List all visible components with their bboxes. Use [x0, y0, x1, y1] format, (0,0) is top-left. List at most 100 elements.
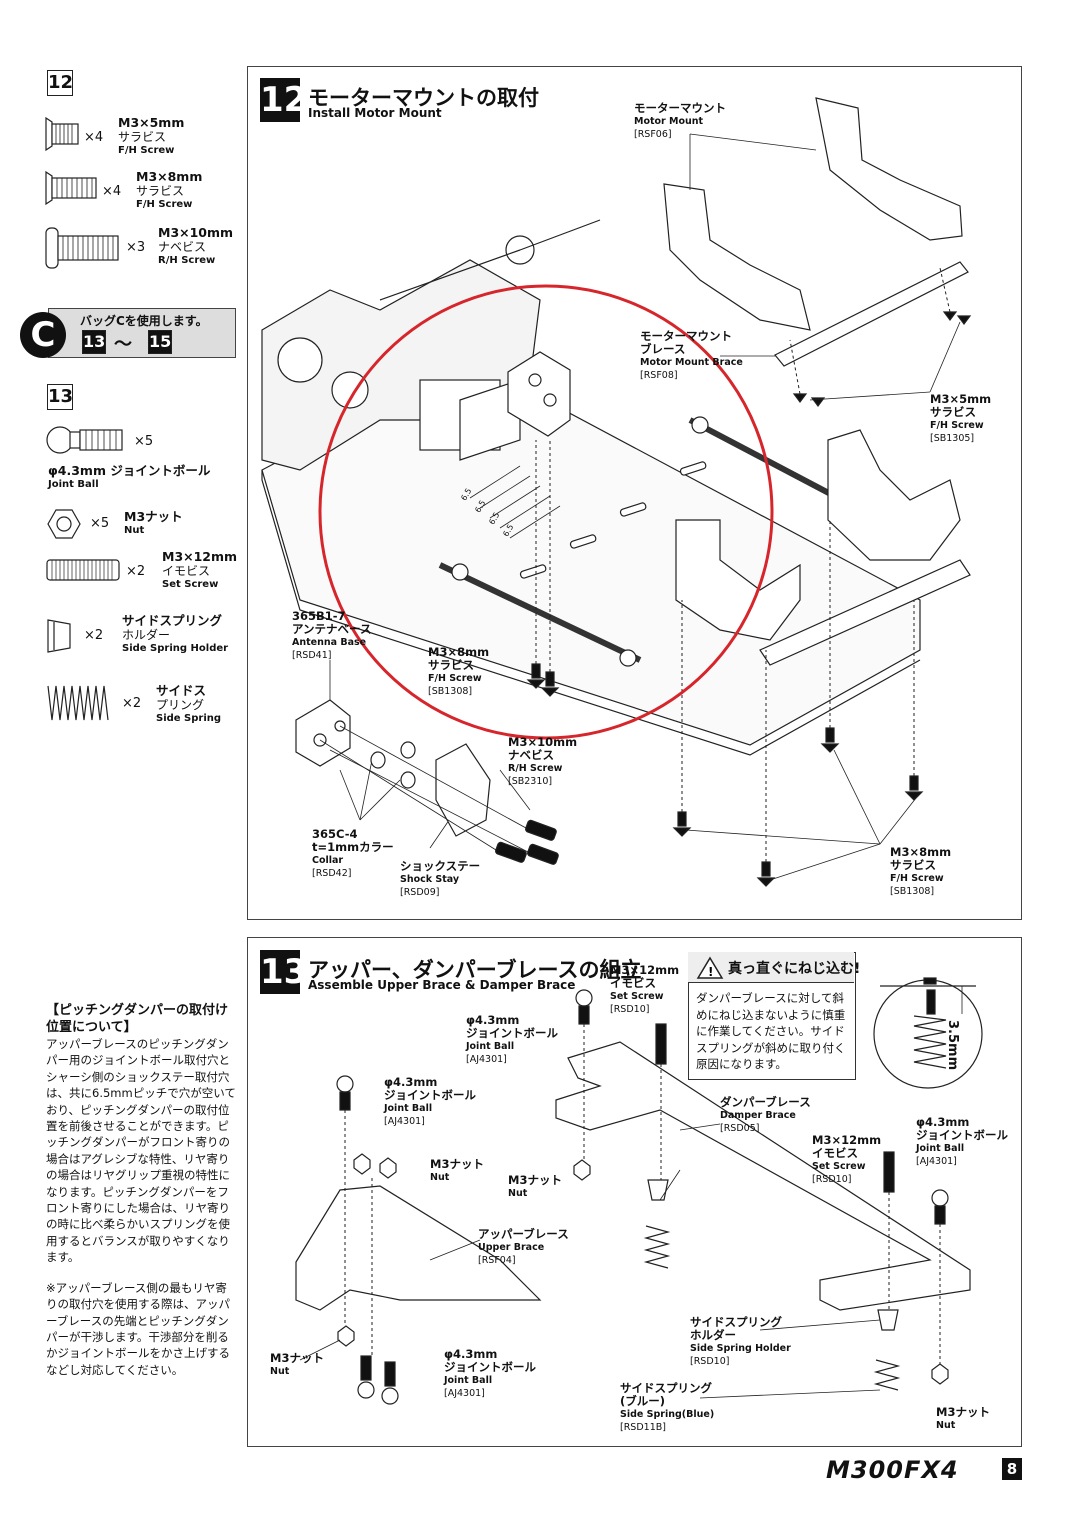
shock-stay-part — [435, 743, 491, 837]
chassis-slots — [519, 461, 707, 579]
spring-holder-icon — [47, 619, 71, 653]
step12-subtitle: Install Motor Mount — [308, 106, 442, 120]
part-qty: ×2 — [126, 564, 146, 579]
side-link-left — [438, 562, 642, 663]
damper-brace-part — [555, 1041, 971, 1311]
nut-icon — [47, 509, 81, 539]
motor-mount-lower-b — [827, 429, 961, 561]
fh-screw-8mm-icon — [45, 170, 97, 206]
bag-text: バッグCを使用します。 — [80, 314, 208, 328]
assembly-arrows — [535, 267, 951, 862]
motor-mount-upper-a — [663, 183, 811, 331]
pitch-dims — [469, 465, 561, 539]
bag-letter-circle: C — [20, 312, 66, 358]
set-screw-icon — [46, 559, 120, 581]
pitching-damper-note: 【ピッチングダンパーの取付け位置について】 アッパーブレースのピッチングダンパー… — [46, 1002, 238, 1378]
sidebar-step-13-badge: 13 — [47, 384, 73, 410]
screws-m3x8-chassis — [526, 663, 924, 887]
motor-mount-upper-b — [815, 97, 963, 241]
part-qty: ×2 — [122, 696, 142, 711]
motor-mount-upper-brace — [774, 261, 969, 367]
step13-subtitle: Assemble Upper Brace & Damper Brace — [308, 978, 576, 992]
part-qty: ×2 — [84, 628, 104, 643]
note-body: アッパーブレースのピッチングダンパー用のジョイントボール取付穴とシャーシ側のショ… — [46, 1037, 236, 1265]
joint-ball-icon — [46, 426, 123, 454]
side-spring-icon — [47, 685, 109, 721]
joint-balls — [336, 989, 949, 1405]
step12-title: モーターマウントの取付 — [308, 86, 539, 110]
antenna-base-part — [295, 699, 351, 767]
bag-banner — [48, 308, 236, 358]
upper-brace-part — [295, 1185, 542, 1311]
part-qty: ×5 — [134, 434, 154, 449]
nuts — [337, 1153, 949, 1385]
part-qty: ×5 — [90, 516, 110, 531]
step13-number: 13 — [260, 950, 308, 994]
part-qty: ×4 — [84, 130, 104, 145]
front-suspension — [261, 219, 601, 471]
rh-screw-10mm-icon — [45, 227, 119, 269]
sidebar-step-12-badge: 12 — [47, 70, 73, 96]
note-body-2: ※アッパーブレース側の最もリヤ寄りの取付穴を使用する際は、アッパーブレースの先端… — [46, 1280, 230, 1377]
sidebar-parts12-icons — [45, 116, 119, 269]
screws-m3x5 — [792, 311, 972, 407]
step13-title: アッパー、ダンパーブレースの組立 — [308, 958, 642, 982]
side-springs — [643, 1225, 901, 1391]
zoom-dim-label: 3.5mm — [945, 1020, 960, 1071]
bag-sep: 〜 — [114, 334, 132, 355]
motor-mount-lower-a — [675, 519, 801, 641]
warning-title: 真っ直ぐにねじ込む! — [728, 961, 861, 977]
bag-step-from: 13 — [82, 330, 106, 354]
assembly-lines-13 — [344, 1024, 941, 1364]
sidebar-parts13-icons — [46, 426, 123, 721]
page-number: 8 — [1002, 1458, 1022, 1480]
shock-stay-top — [507, 351, 571, 437]
brand-logo: M300FX4 — [826, 1456, 959, 1484]
note-title: 【ピッチングダンパーの取付け位置について】 — [46, 1003, 229, 1035]
part-qty: ×4 — [102, 184, 122, 199]
highlight-circle — [318, 284, 774, 740]
leader-lines — [329, 133, 961, 881]
motor-mount-lower-brace — [759, 559, 971, 666]
leader-lines-13 — [299, 1123, 881, 1399]
zoom-spring — [880, 977, 976, 1069]
warning-body: ダンパーブレースに対して斜めにねじ込まないように慎重に作業してください。サイドス… — [696, 991, 846, 1071]
part-qty: ×3 — [126, 240, 146, 255]
fh-screw-5mm-icon — [45, 116, 79, 152]
collars — [370, 741, 416, 789]
screws-m3x10 — [495, 819, 559, 865]
step12-number: 12 — [260, 78, 308, 122]
bag-step-to: 15 — [148, 330, 172, 354]
